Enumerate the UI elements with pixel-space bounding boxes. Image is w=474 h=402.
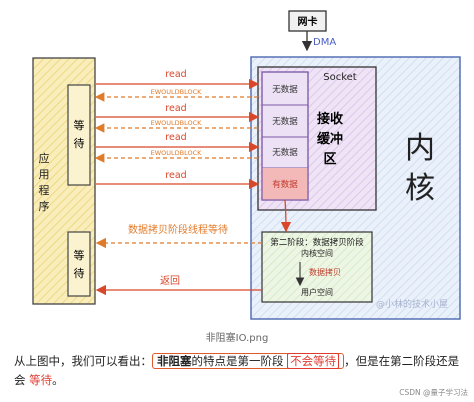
image-caption: 非阻塞IO.png <box>205 333 269 344</box>
ewouldblock-label-1: EWOULDBLOCK <box>151 88 203 96</box>
kernel-char-1: 内 <box>405 131 435 166</box>
explanation-paragraph: 从上图中，我们可以看出：非阻塞的特点是第一阶段 不会等待，但是在第二阶段还是会 … <box>14 352 462 390</box>
return-label: 返回 <box>160 275 180 287</box>
app-char-4: 序 <box>39 199 50 213</box>
wait-bottom-char-1: 等 <box>74 248 85 262</box>
nonblocking-term: 非阻塞 <box>157 354 192 368</box>
para-prefix: 从上图中，我们可以看出： <box>14 354 152 368</box>
wait-top-char-2: 待 <box>74 136 85 150</box>
network-card-label: 网卡 <box>298 15 318 28</box>
wait-bottom-char-2: 待 <box>74 266 85 280</box>
para-suffix: ，但是在第二阶段还是会 <box>14 354 460 387</box>
not-wait-term: 不会等待 <box>287 353 340 369</box>
ewouldblock-label-2: EWOULDBLOCK <box>151 119 203 127</box>
app-char-1: 应 <box>39 151 50 165</box>
copy-wait-label: 数据拷贝阶段线程等待 <box>128 223 228 236</box>
has-data-label: 有数据 <box>272 179 298 190</box>
kernel-space-label: 内核空间 <box>301 248 333 258</box>
data-copy-label: 数据拷贝 <box>309 267 341 277</box>
has-data-slot <box>262 168 308 200</box>
read-label-2: read <box>165 103 186 114</box>
app-char-2: 用 <box>39 168 50 181</box>
csdn-footer: CSDN @量子学习法 <box>399 388 468 397</box>
ewouldblock-label-3: EWOULDBLOCK <box>151 149 203 157</box>
wait-box-bottom <box>67 231 91 297</box>
receive-buffer-line-2: 缓冲 <box>317 131 343 147</box>
read-label-1: read <box>165 69 186 80</box>
watermark: @小林的技术小屋 <box>376 298 448 310</box>
receive-buffer-line-1: 接收 <box>317 111 344 127</box>
socket-label: Socket <box>323 72 357 83</box>
app-char-3: 程 <box>39 184 50 197</box>
no-data-3: 无数据 <box>272 147 298 158</box>
stage-two-box <box>261 231 373 303</box>
no-data-1: 无数据 <box>272 84 298 95</box>
para-mid: 的特点是第一阶段 <box>191 354 284 368</box>
read-label-3: read <box>165 132 186 143</box>
wait-term: 等待 <box>29 373 53 387</box>
wait-top-char-1: 等 <box>74 118 85 132</box>
highlight-box: 非阻塞的特点是第一阶段 不会等待 <box>152 353 345 369</box>
has-data-to-stage-arrow <box>280 199 292 233</box>
dma-label: DMA <box>313 37 336 48</box>
no-data-2: 无数据 <box>272 116 298 127</box>
user-space-label: 用户空间 <box>301 287 333 297</box>
read-label-4: read <box>165 170 186 181</box>
receive-buffer-line-3: 区 <box>323 152 336 167</box>
stage-two-title: 第二阶段：数据拷贝阶段 <box>270 237 364 248</box>
para-end: 。 <box>52 373 64 387</box>
nonblocking-io-diagram: 网卡 DMA 应 用 程 序 等 待 等 待 内 核 Socket 接收 缓冲 … <box>32 10 461 320</box>
wait-box-top <box>67 84 91 186</box>
kernel-char-2: 核 <box>405 171 435 206</box>
